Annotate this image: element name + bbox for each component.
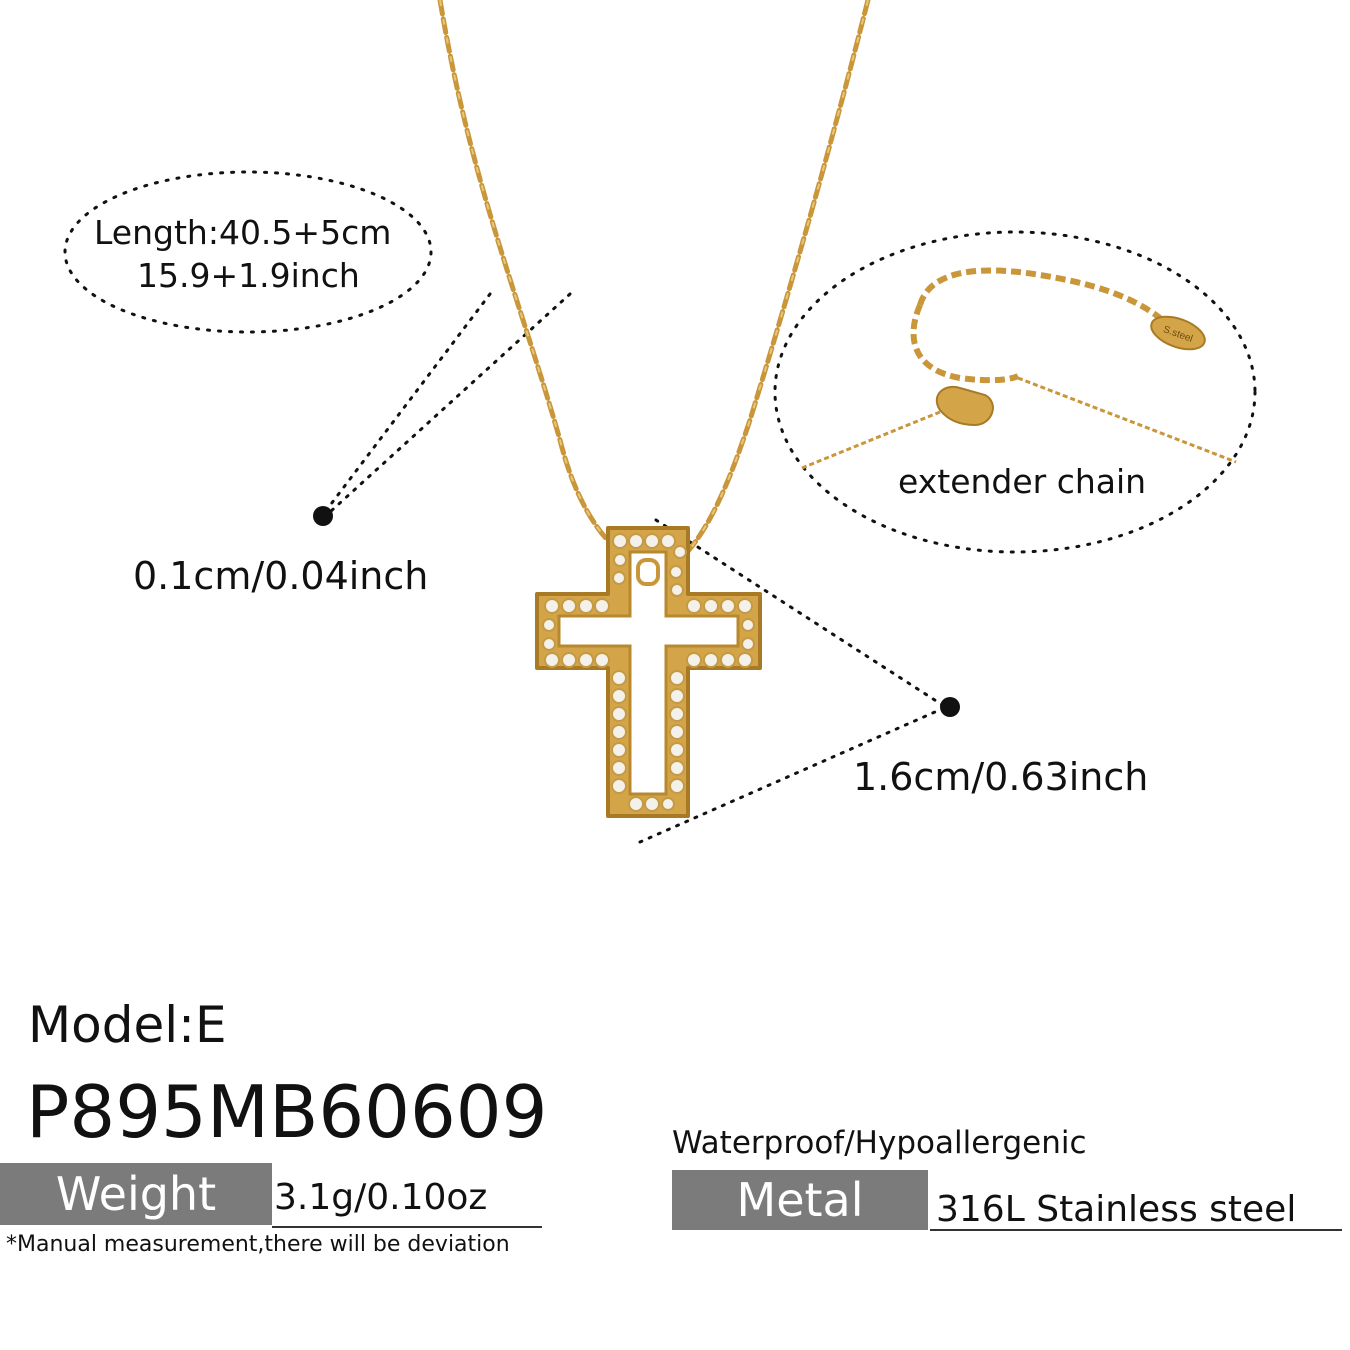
weight-label: Weight (0, 1163, 272, 1225)
measurement-note: *Manual measurement,there will be deviat… (6, 1232, 510, 1257)
extender-callout-ellipse (773, 230, 1257, 554)
product-code: P895MB60609 (26, 1070, 548, 1154)
lobster-clasp (935, 385, 994, 427)
model-text: Model:E (28, 996, 227, 1054)
weight-underline (272, 1226, 542, 1228)
cross-pendant (535, 526, 762, 818)
extender-chain-label: extender chain (898, 462, 1147, 501)
thickness-text: 0.1cm/0.04inch (133, 554, 429, 598)
extender-chain-illustration: S.steel (801, 267, 1237, 470)
thickness-guide-line (328, 292, 572, 514)
length-callout-ellipse (63, 170, 433, 334)
thickness-marker-dot (313, 506, 333, 526)
extender-tag (1150, 315, 1206, 351)
weight-value: 3.1g/0.10oz (274, 1177, 488, 1218)
metal-label: Metal (672, 1170, 928, 1230)
metal-underline (930, 1229, 1342, 1231)
features-text: Waterproof/Hypoallergenic (672, 1125, 1087, 1161)
metal-value: 316L Stainless steel (936, 1189, 1297, 1230)
necklace-chain (437, 0, 871, 563)
width-guide-line (654, 518, 946, 708)
width-marker-dot (940, 697, 960, 717)
length-inch-text: 15.9+1.9inch (137, 256, 360, 295)
length-cm-text: Length:40.5+5cm (94, 213, 392, 252)
thickness-guide-line (320, 292, 492, 518)
pendant-width-text: 1.6cm/0.63inch (853, 755, 1149, 799)
